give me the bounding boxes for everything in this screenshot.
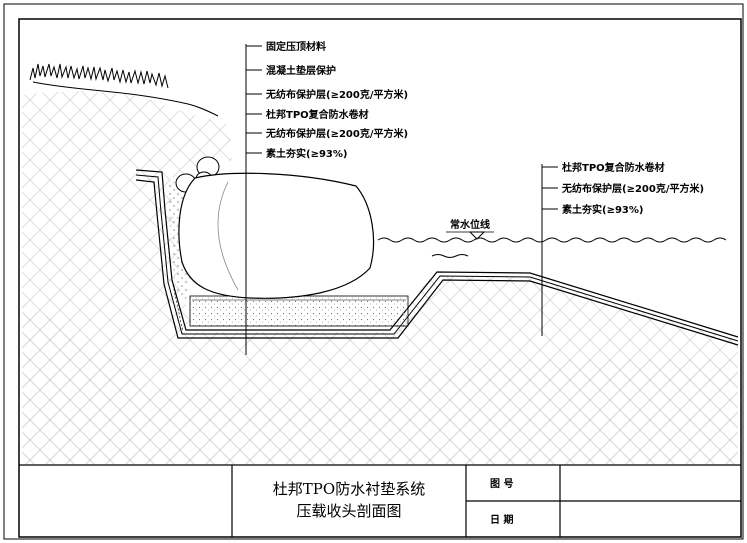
water-line [377, 237, 727, 258]
trench-liner [135, 169, 739, 346]
annotation-left-4: 杜邦TPO复合防水卷材 [266, 108, 369, 121]
annotation-right-3: 素土夯实(≥93%) [562, 203, 643, 216]
drawing-no-label: 图 号 [490, 478, 513, 490]
boulder-shade [217, 181, 239, 291]
boulder-icon [178, 172, 375, 299]
leader-ticks-right [542, 166, 558, 210]
annotation-right-1: 杜邦TPO复合防水卷材 [562, 161, 665, 174]
date-label: 日 期 [490, 513, 513, 526]
water-level-label: 常水位线 [450, 218, 490, 231]
annotation-right-2: 无纺布保护层(≥200克/平方米) [561, 182, 704, 195]
inner-border [18, 18, 742, 538]
title-block [19, 464, 741, 537]
sand-bed [189, 295, 409, 327]
annotation-left-3: 无纺布保护层(≥200克/平方米) [265, 88, 408, 101]
leader-ticks-left [246, 45, 262, 154]
annotation-left-2: 混凝土垫层保护 [266, 64, 336, 77]
outer-border [3, 3, 744, 540]
annotation-left-6: 素土夯实(≥93%) [266, 147, 347, 160]
title-line-1: 杜邦TPO防水衬垫系统 [273, 480, 425, 498]
soil-hatch-lower [22, 300, 738, 465]
grass-icon [29, 63, 219, 117]
title-line-2: 压载收头剖面图 [296, 502, 401, 520]
annotation-left-5: 无纺布保护层(≥200克/平方米) [265, 127, 408, 140]
annotation-left-1: 固定压顶材料 [266, 40, 326, 53]
